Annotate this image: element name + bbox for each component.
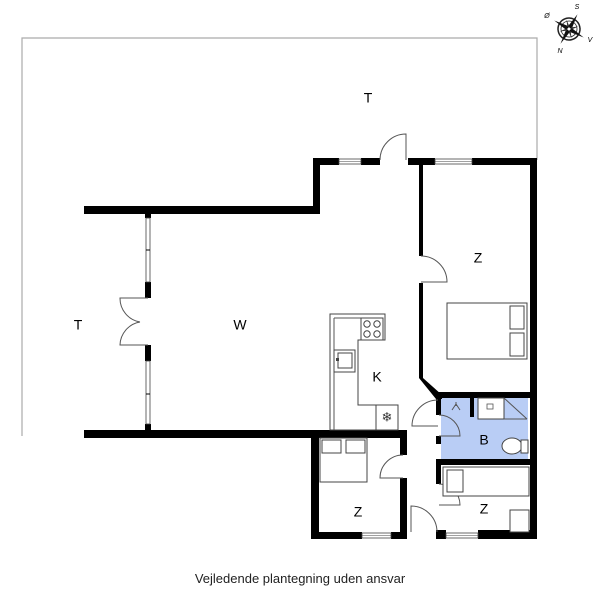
terrace-outline	[21, 37, 538, 436]
walls	[84, 158, 537, 539]
compass-label-s: S	[575, 4, 580, 11]
kitchen-fixtures: ❄	[329, 313, 399, 431]
room-label-terrace-left: T	[74, 317, 83, 333]
bathroom-fixtures	[451, 397, 529, 455]
disclaimer-caption: Vejledende plantegning uden ansvar	[194, 571, 406, 586]
room-label-kitchen: K	[372, 369, 382, 385]
doors	[119, 133, 461, 533]
windows	[145, 158, 479, 539]
room-label-living: W	[233, 317, 247, 333]
room-label-bedroom-bottom-right: Z	[480, 501, 489, 517]
single-bed-bottom-right	[442, 466, 530, 533]
compass-rose-icon	[554, 14, 584, 44]
compass-label-oe: Ø	[543, 13, 550, 20]
svg-text:❄: ❄	[382, 409, 393, 424]
double-bed-top-right	[446, 302, 528, 360]
compass-label-n: N	[557, 48, 563, 55]
room-label-bathroom: B	[479, 432, 488, 448]
double-bed-bottom-left	[319, 437, 368, 483]
room-label-bedroom-top-right: Z	[474, 250, 483, 266]
room-label-bedroom-bottom-left: Z	[354, 504, 363, 520]
compass-label-v: V	[588, 37, 594, 44]
room-label-terrace-top: T	[364, 90, 373, 106]
